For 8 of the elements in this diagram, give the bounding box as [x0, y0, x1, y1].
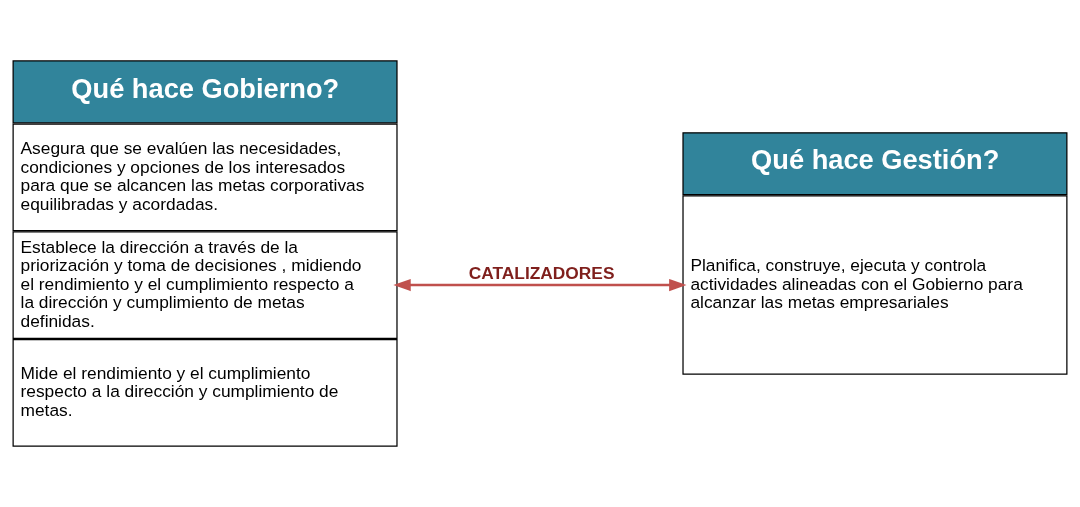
- node-box: Qué hace Gobierno?: [12, 60, 398, 124]
- node-box: Qué hace Gestión?: [682, 132, 1068, 196]
- node-box: Mide el rendimiento y el cumplimiento respecto a la dirección y cumplimiento de metas.: [12, 338, 398, 447]
- node-box: Asegura que se evalúen las necesidades, condiciones y opciones de los interesados para que se alcancen las metas corporativas equilibradas y acordadas.: [12, 123, 398, 232]
- arrow: [393, 279, 687, 292]
- edge-label: CATALIZADORES: [468, 263, 615, 284]
- node-box: Planifica, construye, ejecuta y controla actividades alineadas con el Gobierno para alcanzar las metas empresariales: [682, 195, 1068, 375]
- node-box: Establece la dirección a través de la priorización y toma de decisiones , midiendo el rendimiento y el cumplimiento respecto a la dirección y cumplimiento de metas definidas.: [12, 231, 398, 339]
